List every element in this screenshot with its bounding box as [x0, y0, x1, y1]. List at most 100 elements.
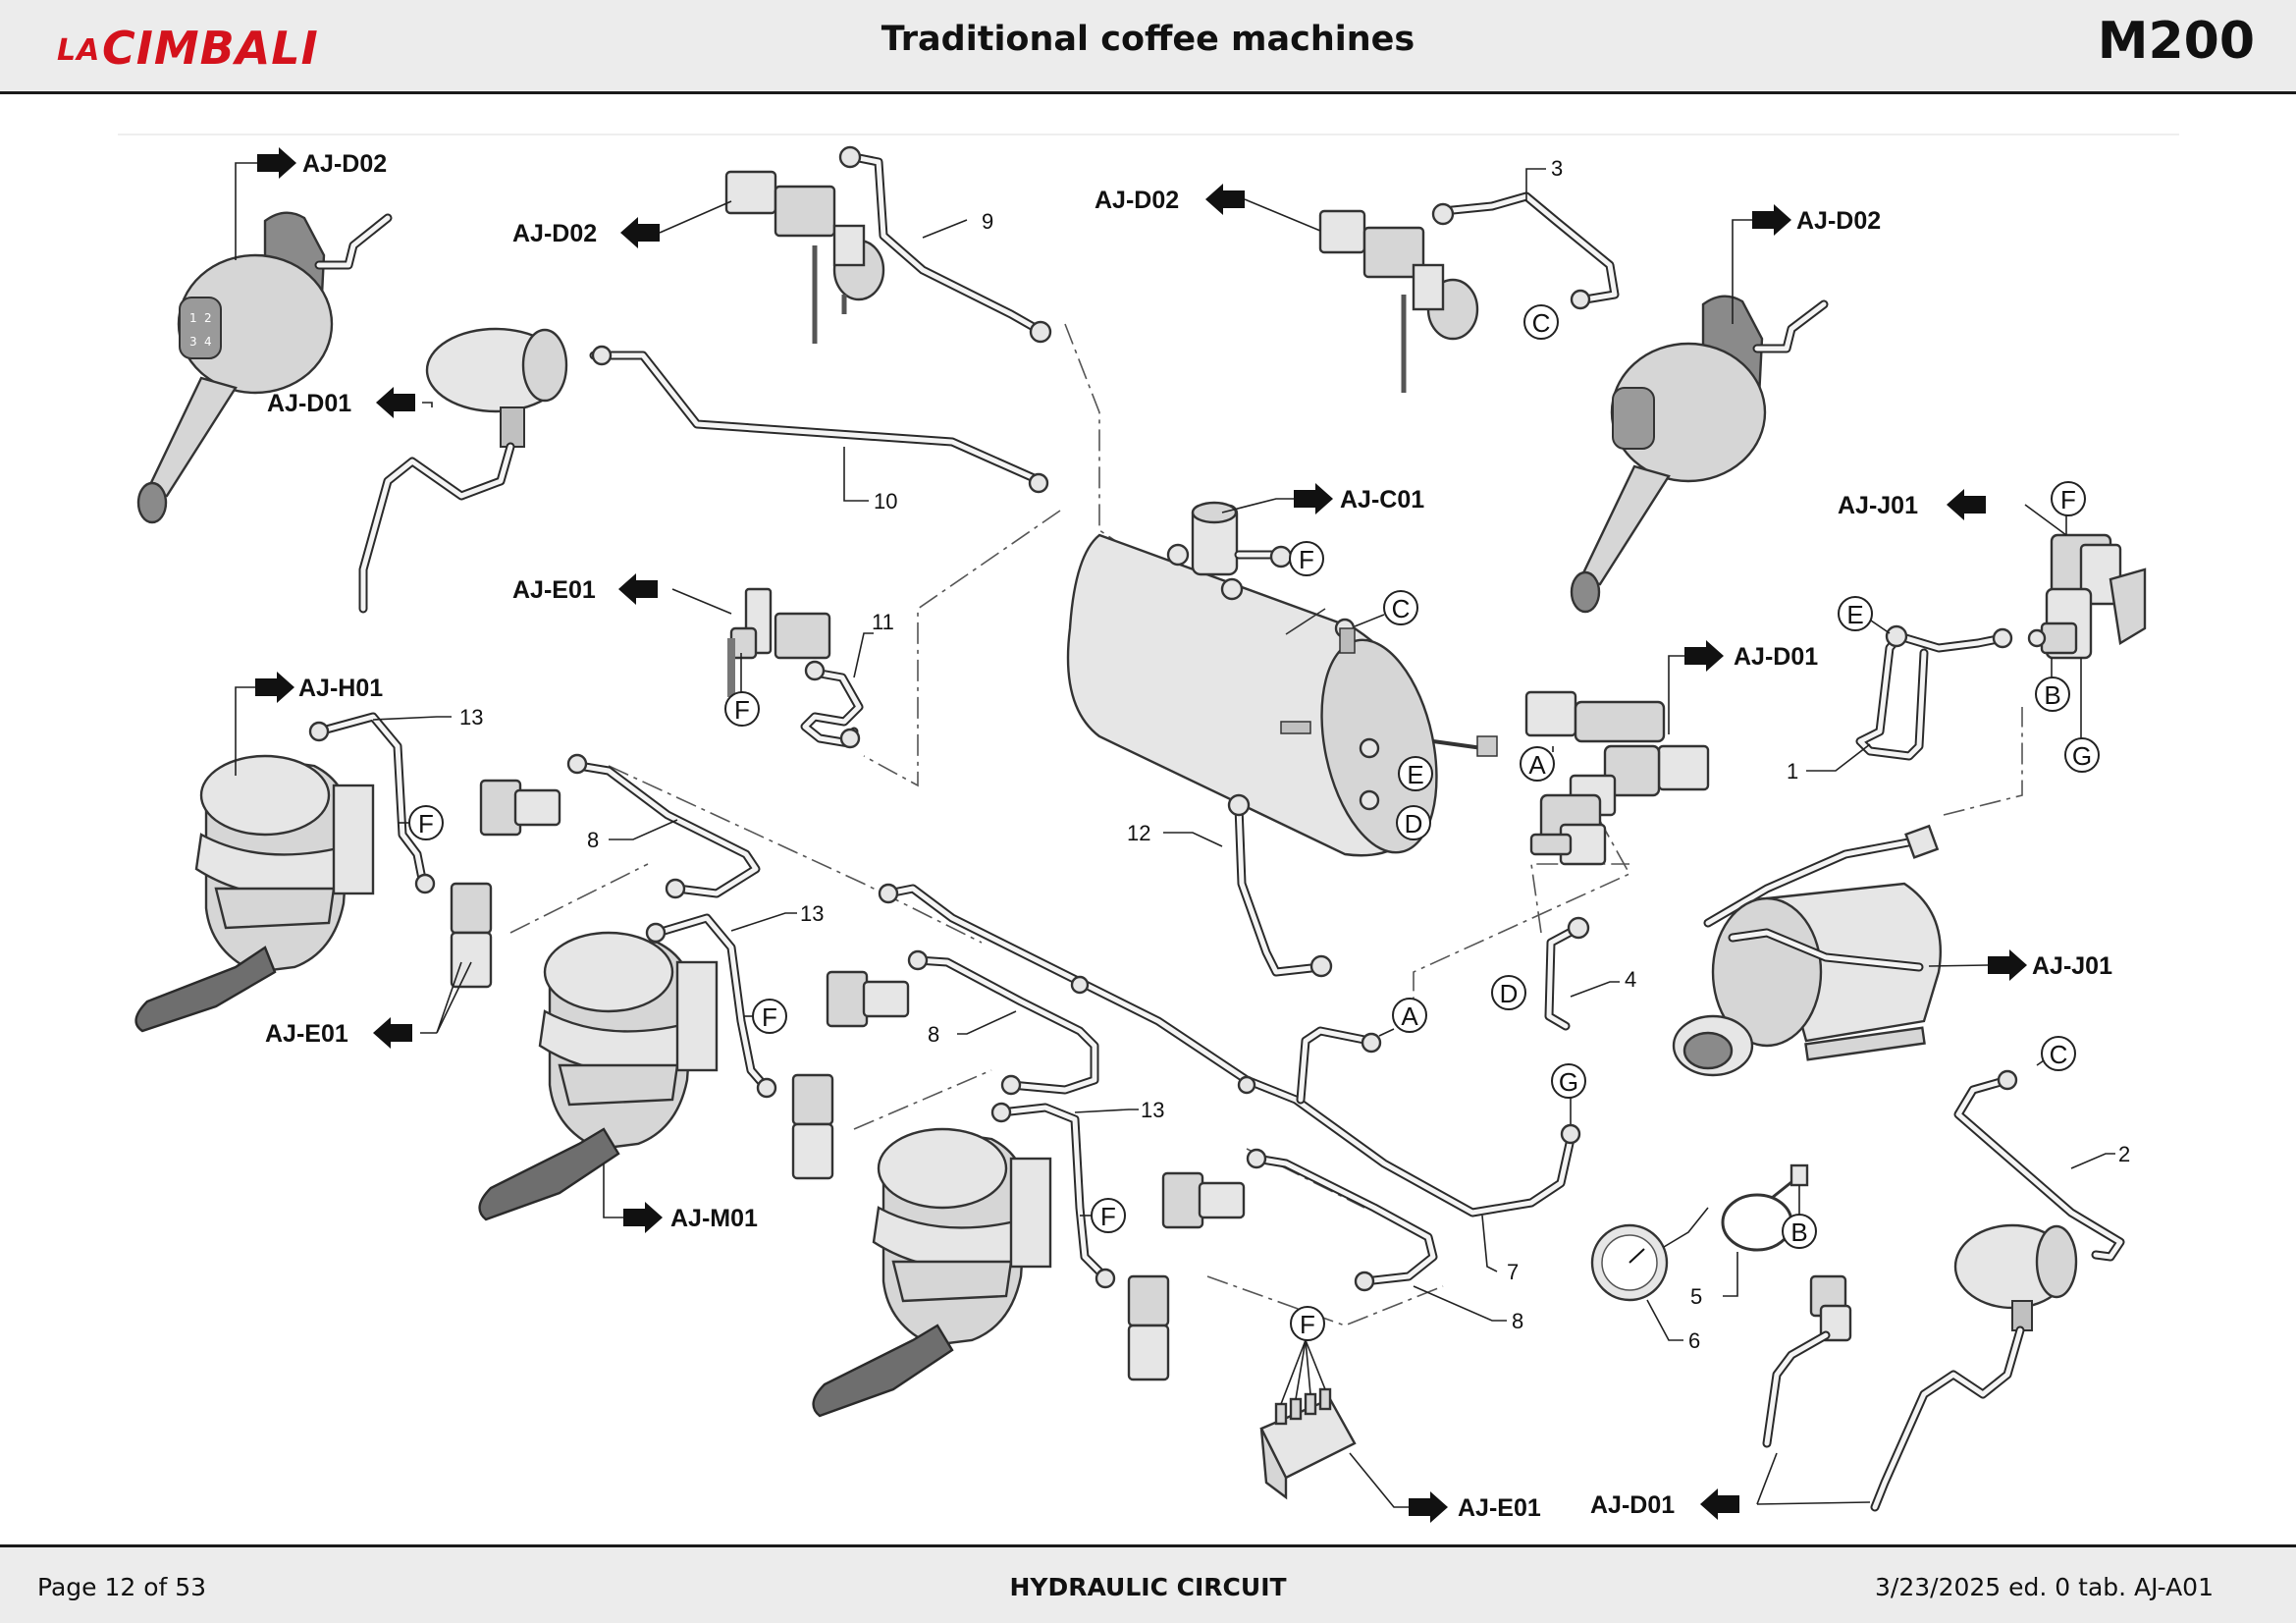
letter-label: F	[1299, 545, 1314, 574]
group1-dosing-solenoid: 8	[450, 753, 761, 989]
ref-aj-d02-d: AJ-D02	[1732, 204, 1881, 324]
letter-label: D	[1405, 809, 1423, 839]
hot-water-solenoid: 11	[727, 587, 894, 749]
letter-e-boiler: E	[1398, 756, 1433, 791]
solenoid-group-top-right	[1318, 191, 1620, 393]
steam-valve-knob	[358, 327, 1049, 614]
part-number: 13	[800, 901, 824, 926]
ref-aj-e01-b: AJ-E01	[265, 961, 472, 1049]
pipe-4: 4	[1544, 916, 1636, 1031]
inlet-valve-j01	[2027, 533, 2147, 660]
letter-label: F	[734, 695, 750, 725]
ref-aj-e01-a: AJ-E01	[512, 573, 732, 615]
svg-text:2: 2	[204, 311, 212, 325]
part-number: 7	[1507, 1260, 1519, 1284]
part-number: 8	[928, 1022, 939, 1047]
part-number: 2	[2118, 1142, 2130, 1166]
pipe-9-label: 9	[922, 209, 993, 239]
pipe-7: 7	[878, 883, 1581, 1284]
ref-aj-e01-c: AJ-E01	[1349, 1452, 1541, 1523]
ref-label: AJ-E01	[512, 576, 596, 604]
part-number: 5	[1690, 1284, 1702, 1309]
ref-label: AJ-J01	[1838, 492, 1918, 519]
ref-label: AJ-D02	[1095, 187, 1179, 214]
letter-label: C	[1532, 308, 1551, 338]
boiler	[1066, 501, 1498, 857]
pipe-10-label: 10	[843, 447, 897, 514]
letter-label: F	[762, 1002, 777, 1032]
letter-label: D	[1500, 979, 1519, 1008]
pump-motor	[1672, 824, 1943, 1077]
part-number: 6	[1688, 1328, 1700, 1353]
letter-e-pipe1: E	[1838, 596, 1891, 634]
letter-f-manifold: F	[1290, 1306, 1325, 1341]
ref-aj-d01-c: AJ-D01	[1590, 1452, 1871, 1520]
letter-label: G	[1559, 1067, 1578, 1097]
ref-aj-h01: AJ-H01	[235, 672, 383, 776]
ref-label: AJ-E01	[265, 1020, 348, 1048]
steam-valve-bottom	[1762, 1274, 1852, 1448]
pipe-2: 2	[1953, 1069, 2130, 1262]
letter-c-pipe2: C	[2036, 1036, 2076, 1071]
letter-d-pipe4: D	[1491, 975, 1526, 1010]
letter-label: C	[2050, 1040, 2068, 1069]
letter-a-pipe7: A	[1378, 998, 1427, 1037]
part-number: 8	[1512, 1309, 1523, 1333]
ref-aj-j01-b: AJ-J01	[1928, 949, 2112, 981]
part-number: 4	[1625, 967, 1636, 992]
part-number: 11	[872, 610, 894, 634]
letter-d-boiler: D	[1396, 805, 1431, 840]
ref-aj-d02-b: AJ-D02	[512, 200, 732, 248]
brew-group-3: 13	[812, 1098, 1164, 1418]
solenoid-group-top-left	[724, 145, 1052, 344]
letter-label: C	[1392, 594, 1411, 623]
ref-aj-m01: AJ-M01	[603, 1163, 758, 1233]
steam-lever-right	[1570, 295, 1829, 614]
pipe-3-label: 3	[1525, 156, 1563, 201]
letter-label: B	[1790, 1217, 1807, 1247]
brew-group-2: 13	[478, 901, 824, 1221]
letter-b-j01: B	[2035, 658, 2070, 712]
ref-aj-d02-c: AJ-D02	[1095, 184, 1321, 232]
part-number: 10	[874, 489, 897, 514]
letter-f-group1: F	[398, 805, 444, 840]
ref-label: AJ-C01	[1340, 486, 1424, 514]
letter-f-boiler: F	[1289, 541, 1324, 576]
brew-group-1: 13	[134, 705, 483, 1033]
svg-text:3: 3	[189, 335, 197, 349]
group3-dosing-solenoid: 8	[1127, 1148, 1523, 1381]
ref-aj-d02-a: AJ-D02	[235, 147, 387, 260]
ref-label: AJ-D01	[1734, 643, 1818, 671]
letter-g-j01: G	[2064, 658, 2100, 773]
page-header: LA CIMBALI Traditional coffee machines M…	[0, 0, 2296, 94]
logo-la: LA	[57, 33, 101, 68]
letter-f-solenoid: F	[724, 653, 760, 727]
pipe-12: 12	[1127, 793, 1333, 978]
ref-aj-c01: AJ-C01	[1221, 483, 1424, 514]
part-number: 3	[1551, 156, 1563, 181]
part-number: 13	[459, 705, 483, 730]
ref-label: AJ-D01	[267, 390, 351, 417]
letter-f-group3: F	[1080, 1198, 1126, 1233]
page-footer: Page 12 of 53 HYDRAULIC CIRCUIT 3/23/202…	[0, 1544, 2296, 1623]
letter-f-group2: F	[744, 999, 787, 1034]
steam-wand-right	[1870, 1223, 2078, 1512]
edition-info: 3/23/2025 ed. 0 tab. AJ-A01	[1875, 1573, 2214, 1601]
logo-cimbali: CIMBALI	[102, 22, 319, 75]
ref-label: AJ-E01	[1458, 1494, 1541, 1522]
letter-a-valve: A	[1520, 746, 1555, 782]
ref-label: AJ-D02	[512, 220, 597, 247]
letter-label: A	[1401, 1001, 1418, 1031]
svg-text:4: 4	[204, 335, 212, 349]
pipe-1: 1	[1787, 624, 2013, 784]
letter-label: E	[1846, 600, 1863, 629]
section-title: HYDRAULIC CIRCUIT	[1009, 1573, 1287, 1601]
ref-label: AJ-H01	[298, 675, 383, 702]
ref-label: AJ-D02	[302, 150, 387, 178]
svg-text:1: 1	[189, 311, 197, 325]
ref-label: AJ-D02	[1796, 207, 1881, 235]
ref-label: AJ-D01	[1590, 1491, 1675, 1519]
pressure-gauge: 6 5	[1590, 1163, 1809, 1353]
part-number: 12	[1127, 821, 1150, 845]
